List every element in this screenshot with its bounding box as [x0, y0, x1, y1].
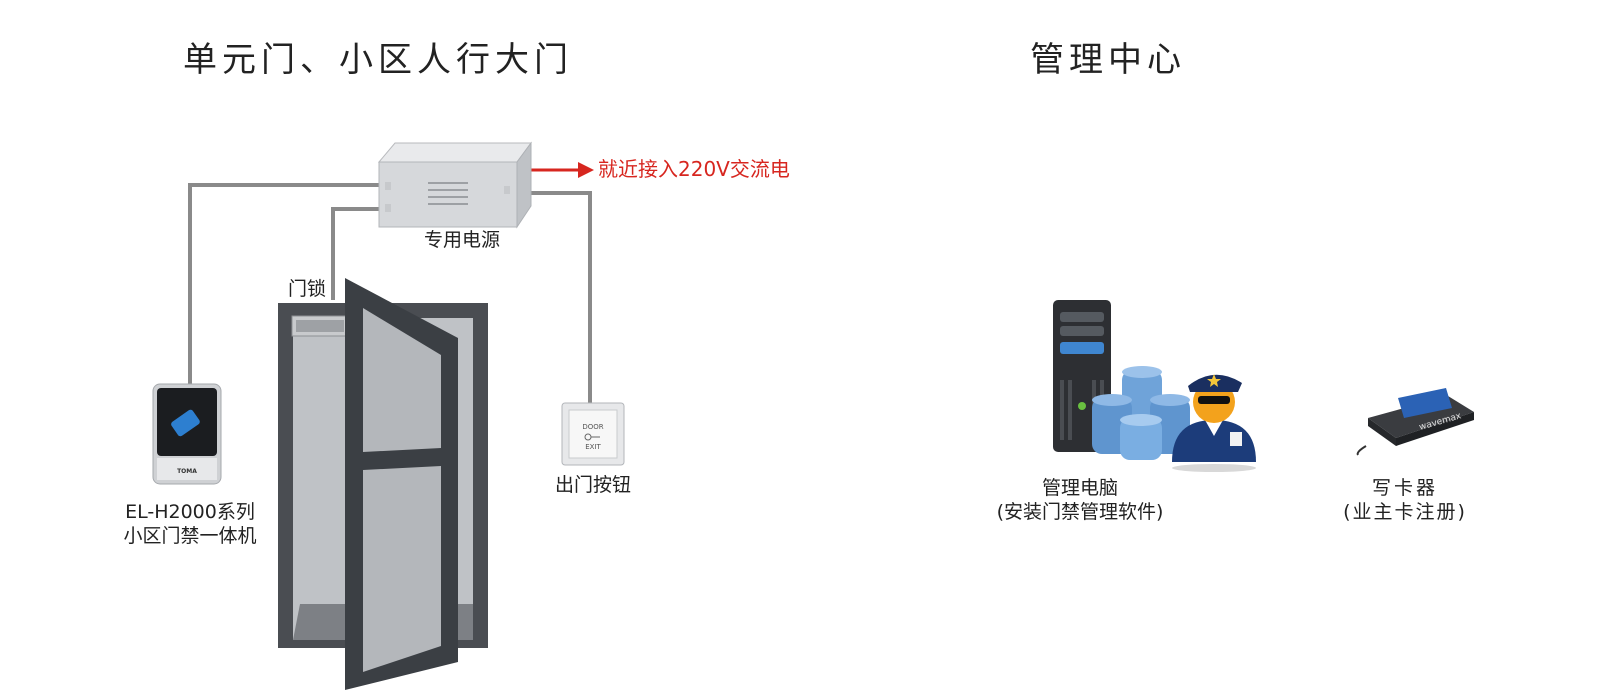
card-writer-caption: 写卡器 (业主卡注册) — [1330, 476, 1480, 524]
wire-reader — [188, 183, 382, 388]
power-supply-label: 专用电源 — [424, 229, 501, 251]
management-pc-title: 管理电脑 — [1041, 477, 1118, 499]
reader-brand: TOMA — [177, 468, 197, 475]
management-pc-caption: 管理电脑 (安装门禁管理软件) — [970, 476, 1190, 524]
wire-exit-button — [517, 191, 592, 403]
database-icon — [1092, 366, 1190, 460]
exit-button-face-top: DOOR — [582, 423, 603, 431]
card-writer-subtitle: (业主卡注册) — [1343, 501, 1467, 523]
door-leaf — [345, 278, 458, 690]
exit-button-device: DOOR EXIT — [561, 402, 625, 466]
security-guard-icon — [1172, 374, 1256, 472]
management-pc-subtitle: (安装门禁管理软件) — [996, 501, 1164, 523]
wires — [188, 183, 592, 403]
wire-lock — [331, 207, 382, 300]
door-lock-label: 门锁 — [288, 278, 327, 300]
card-writer-icon: wavemax — [1356, 388, 1474, 456]
title-management-center: 管理中心 — [1030, 40, 1186, 80]
card-reader-device: TOMA — [152, 383, 222, 485]
card-reader-name: 小区门禁一体机 — [123, 525, 257, 547]
exit-button-label: 出门按钮 — [555, 474, 632, 496]
ac-power-note: 就近接入220V交流电 — [598, 157, 790, 181]
power-supply-box — [377, 141, 532, 229]
card-reader-caption: EL-H2000系列 小区门禁一体机 — [110, 500, 270, 548]
title-door-system: 单元门、小区人行大门 — [183, 40, 573, 80]
card-reader-model: EL-H2000系列 — [125, 501, 255, 523]
exit-button-face-bottom: EXIT — [585, 443, 601, 451]
card-writer-title: 写卡器 — [1371, 477, 1438, 499]
